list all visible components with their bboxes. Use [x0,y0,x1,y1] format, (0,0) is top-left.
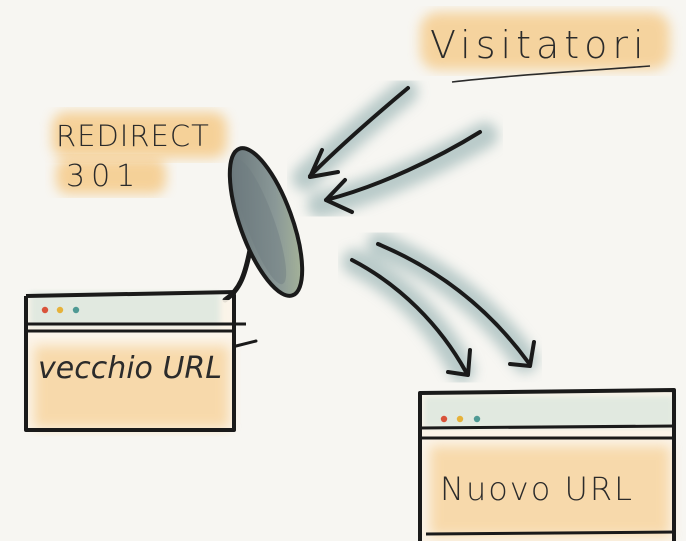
old-window-tick [234,339,258,348]
dish-body [227,146,305,298]
new-window-bottom-line [425,530,677,536]
new-window-divider [419,424,677,440]
old-window-content-highlight [34,346,229,428]
new-window-frame [418,388,676,541]
redirect-label: REDIRECT 301 [52,112,227,194]
old-page-window: vecchio URL [24,290,258,432]
new-window-dot-teal [473,415,481,423]
dish-inner [233,159,287,285]
new-page-window: Nuovo URL [418,388,677,541]
visitors-label: Visitatori [420,12,670,83]
satellite-dish [222,146,305,303]
visitors-underline [451,65,651,83]
incoming-arrowhead-2 [324,178,354,214]
redirect-code-text: 301 [66,159,141,194]
new-window-titlebar [424,396,674,428]
old-window-dot-yellow [56,306,64,314]
visitors-highlight [420,12,670,70]
old-window-dot-red [41,306,49,314]
new-window-dot-yellow [456,415,464,423]
old-window-divider [26,322,246,333]
incoming-arrow-1 [308,86,410,178]
dish-stand [222,247,253,303]
outgoing-arrowhead-2 [508,340,536,368]
old-window-dot-teal [72,306,80,314]
incoming-arrow-2 [324,130,482,202]
new-url-text: Nuovo URL [440,470,634,508]
visitors-text: Visitatori [430,23,649,67]
outgoing-arrowhead-1 [446,348,472,377]
outgoing-arrows-shadow [342,232,538,383]
outgoing-arrow-1 [350,258,468,374]
incoming-arrowhead-1 [308,148,340,179]
outgoing-arrow-2 [376,242,530,364]
new-window-dot-red [440,415,448,423]
old-window-frame [24,290,237,432]
old-url-text: vecchio URL [38,351,222,386]
new-window-content-highlight [430,446,670,536]
incoming-arrows [308,86,482,214]
redirect-highlight-2 [56,158,166,194]
redirect-text: REDIRECT [56,119,210,153]
outgoing-arrows [350,242,536,377]
incoming-arrows-shadow [292,79,498,218]
redirect-highlight-1 [52,112,227,158]
